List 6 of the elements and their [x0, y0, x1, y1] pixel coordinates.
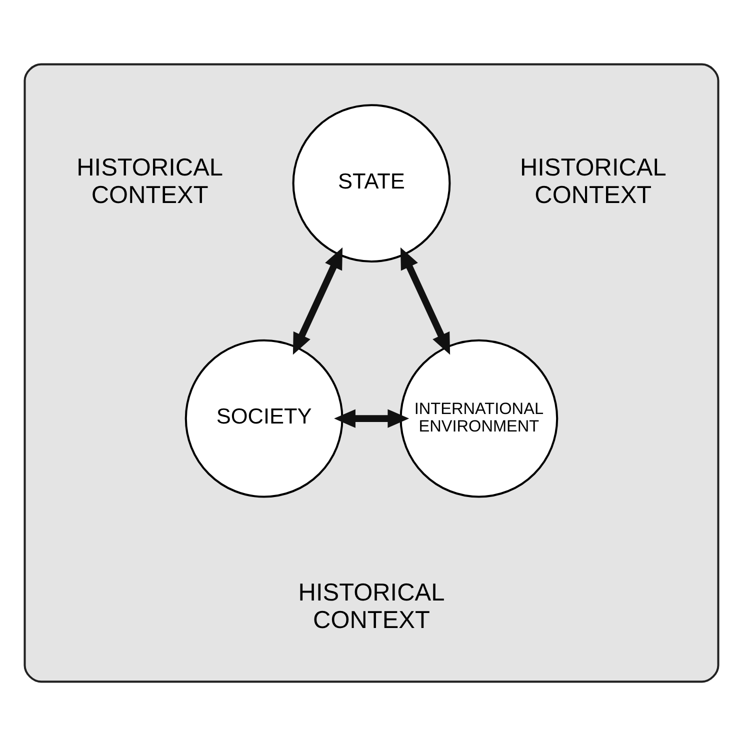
- arrow: [292, 246, 343, 354]
- node-circle: INTERNATIONAL ENVIRONMENT: [400, 338, 558, 498]
- arrow: [334, 408, 410, 428]
- arrow: [400, 246, 450, 354]
- node-circle: STATE: [292, 104, 451, 262]
- node-circle: SOCIETY: [184, 338, 344, 498]
